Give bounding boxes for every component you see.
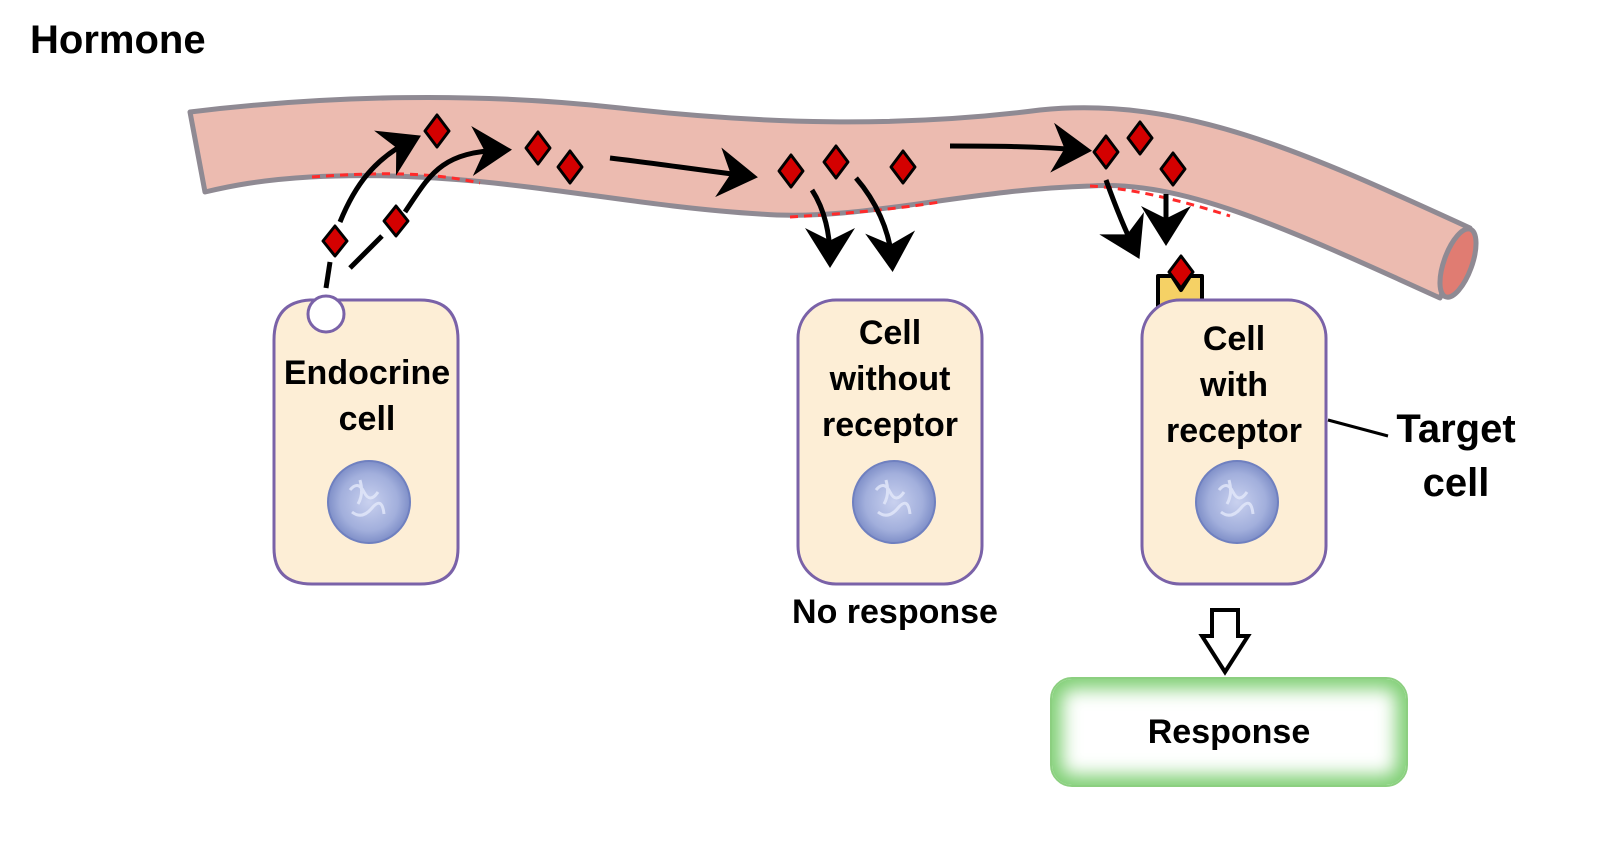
target-cell-label: Target cell [1376, 402, 1536, 510]
arrow-bloodstream-1 [609, 147, 758, 198]
response-box: Response [1050, 677, 1408, 787]
label-line: cell [338, 400, 396, 438]
label-line: Cell [1202, 320, 1266, 358]
arrow-endocrine-to-vessel-1 [337, 130, 421, 223]
nucleus [327, 460, 411, 544]
nucleus [852, 460, 936, 544]
label-line: Target [1396, 407, 1516, 451]
arrow-endocrine-to-vessel-2 [402, 125, 512, 214]
hormone-molecule [889, 149, 917, 185]
nucleus [1195, 460, 1279, 544]
arrow-segment [323, 261, 333, 289]
arrow-to-cell-without-receptor-2 [854, 176, 916, 272]
hormone-flow-arrows [323, 122, 1191, 289]
hormone-molecule [524, 130, 552, 166]
endocrine-cell-label: Endocrine cell [262, 350, 472, 442]
label-line: receptor [1165, 412, 1303, 450]
arrow-bloodstream-2 [949, 122, 1092, 173]
hormone-molecule [321, 224, 349, 258]
permeable-wall-2 [789, 200, 941, 219]
label-line: with [1200, 366, 1268, 404]
hormone-molecule [822, 144, 850, 180]
hormone-molecule [1159, 151, 1187, 187]
hormone-molecules [321, 113, 1187, 258]
response-arrow-icon [1198, 608, 1252, 676]
label-line: without [829, 360, 951, 398]
receptor [1156, 254, 1204, 318]
hormone-molecule [1092, 134, 1120, 170]
bound-hormone [1167, 254, 1195, 290]
permeable-wall-3 [1089, 184, 1231, 218]
arrow-to-receptor-1 [1099, 179, 1144, 259]
cell-without-receptor-label: Cell without receptor [790, 310, 990, 448]
target-cell-leader-line [1327, 418, 1389, 438]
cell-without-receptor [796, 298, 984, 586]
no-response-label: No response [792, 593, 998, 631]
label-line: Cell [858, 314, 922, 352]
hormone-molecule [423, 113, 451, 149]
response-label: Response [1147, 712, 1311, 751]
vessel-opening [1437, 226, 1479, 300]
arrow-segment [348, 234, 384, 270]
hormone-molecule [777, 153, 805, 189]
cell-with-receptor-label: Cell with receptor [1134, 316, 1334, 454]
secretory-vesicle [306, 294, 346, 334]
label-line: Endocrine [283, 354, 451, 392]
arrow-to-cell-without-receptor-1 [804, 188, 855, 268]
label-line: receptor [821, 406, 959, 444]
hormone-molecule [556, 149, 584, 185]
blood-vessel [187, 95, 1479, 301]
cell-with-receptor [1140, 298, 1328, 586]
hormone-molecule [382, 204, 410, 238]
label-line: cell [1422, 461, 1490, 505]
endocrine-cell [272, 294, 460, 586]
diagram-title: Hormone [30, 18, 206, 62]
hormone-molecule [1126, 120, 1154, 156]
